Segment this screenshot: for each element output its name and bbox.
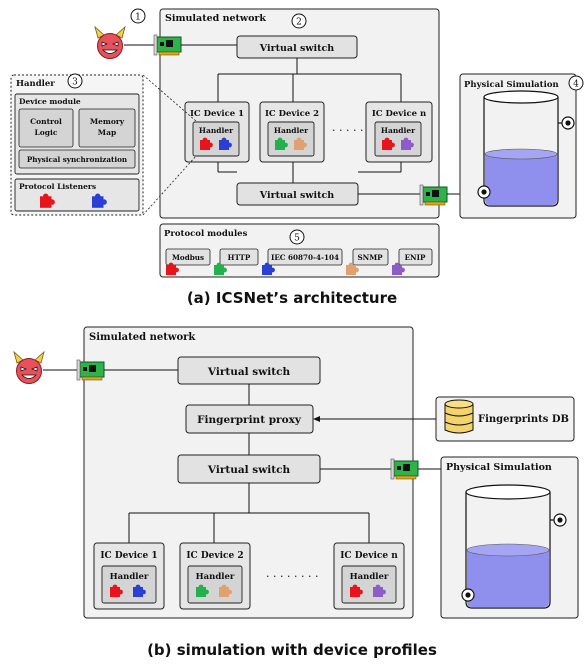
svg-text:Physical Simulation: Physical Simulation	[464, 80, 559, 90]
svg-text:Fingerprint proxy: Fingerprint proxy	[197, 414, 302, 426]
svg-text:IC Device 2: IC Device 2	[265, 109, 319, 119]
memory-map-box	[78, 108, 136, 148]
svg-text:Handler: Handler	[350, 572, 389, 582]
database-icon	[444, 399, 474, 434]
marker-2	[291, 13, 307, 29]
network-card-icon-b	[76, 359, 105, 381]
module-iec	[267, 248, 343, 266]
simulated-network-label-a: Simulated network	[165, 13, 266, 24]
svg-text:2: 2	[296, 18, 302, 28]
water-tank-icon-b	[461, 484, 567, 609]
svg-text:Virtual switch: Virtual switch	[259, 190, 334, 201]
water-tank-icon-a	[477, 90, 575, 207]
arrow-head	[313, 416, 320, 422]
svg-text:IC Device 1: IC Device 1	[190, 109, 244, 119]
svg-text:IEC 60870-4-104: IEC 60870-4-104	[271, 253, 339, 262]
ic-device-n-b: IC Device n Handler	[333, 542, 405, 610]
svg-text:· · · · · · · ·: · · · · · · · ·	[266, 570, 318, 583]
svg-text:1: 1	[135, 13, 141, 23]
network-card-icon-a2	[419, 184, 448, 206]
svg-text:Simulated network: Simulated network	[89, 332, 196, 343]
svg-text:IC Device 2: IC Device 2	[186, 551, 243, 561]
svg-text:SNMP: SNMP	[357, 253, 383, 262]
marker-5	[289, 229, 305, 245]
marker-4	[568, 75, 584, 91]
svg-text:Protocol modules: Protocol modules	[164, 229, 248, 239]
svg-text:ENIP: ENIP	[405, 253, 426, 262]
svg-text:Modbus: Modbus	[172, 253, 204, 262]
caption-a: (a) ICSNet’s architecture	[187, 289, 397, 307]
svg-text:IC Device n: IC Device n	[340, 551, 398, 561]
svg-text:Logic: Logic	[35, 128, 58, 137]
svg-text:Map: Map	[98, 128, 116, 137]
svg-text:Protocol Listeners: Protocol Listeners	[19, 182, 96, 191]
svg-text:5: 5	[294, 234, 300, 244]
network-card-icon-a	[153, 34, 182, 56]
attacker-icon-b	[13, 351, 45, 384]
svg-text:Virtual switch: Virtual switch	[207, 464, 291, 476]
module-http	[219, 248, 259, 266]
module-enip	[398, 248, 433, 266]
svg-text:HTTP: HTTP	[228, 253, 251, 262]
svg-text:Handler: Handler	[16, 79, 55, 89]
ic-device-1-a: IC Device 1 Handler	[184, 101, 250, 163]
marker-1	[130, 8, 146, 24]
svg-text:Physical synchronization: Physical synchronization	[27, 155, 128, 164]
svg-text:Control: Control	[30, 117, 62, 126]
ic-device-2-b: IC Device 2 Handler	[179, 542, 251, 610]
network-card-icon-b2	[390, 458, 419, 480]
svg-text:IC Device n: IC Device n	[372, 109, 426, 119]
svg-text:Handler: Handler	[381, 126, 416, 135]
svg-text:Device module: Device module	[19, 97, 81, 106]
svg-text:· · · · ·: · · · · ·	[332, 124, 363, 137]
marker-3	[67, 73, 83, 89]
physical-sync-box	[18, 149, 136, 169]
svg-text:Handler: Handler	[274, 126, 309, 135]
svg-text:Virtual switch: Virtual switch	[259, 43, 334, 54]
ic-device-1-b: IC Device 1 Handler	[93, 542, 165, 610]
svg-text:Handler: Handler	[110, 572, 149, 582]
ic-device-2-a: IC Device 2 Handler	[259, 101, 325, 163]
module-modbus	[165, 248, 211, 266]
svg-text:4: 4	[573, 80, 579, 90]
control-logic-box	[18, 108, 74, 148]
module-snmp	[352, 248, 389, 266]
svg-text:IC Device 1: IC Device 1	[100, 551, 157, 561]
ic-device-n-a: IC Device n Handler	[365, 101, 433, 163]
svg-text:Fingerprints DB: Fingerprints DB	[478, 414, 569, 425]
attacker-icon-a	[94, 26, 126, 59]
svg-text:3: 3	[72, 78, 78, 88]
svg-text:Physical Simulation: Physical Simulation	[446, 462, 552, 473]
caption-b: (b) simulation with device profiles	[147, 641, 437, 659]
svg-text:Virtual switch: Virtual switch	[207, 366, 291, 378]
svg-text:Memory: Memory	[90, 117, 125, 126]
svg-text:Handler: Handler	[196, 572, 235, 582]
svg-text:Handler: Handler	[199, 126, 234, 135]
